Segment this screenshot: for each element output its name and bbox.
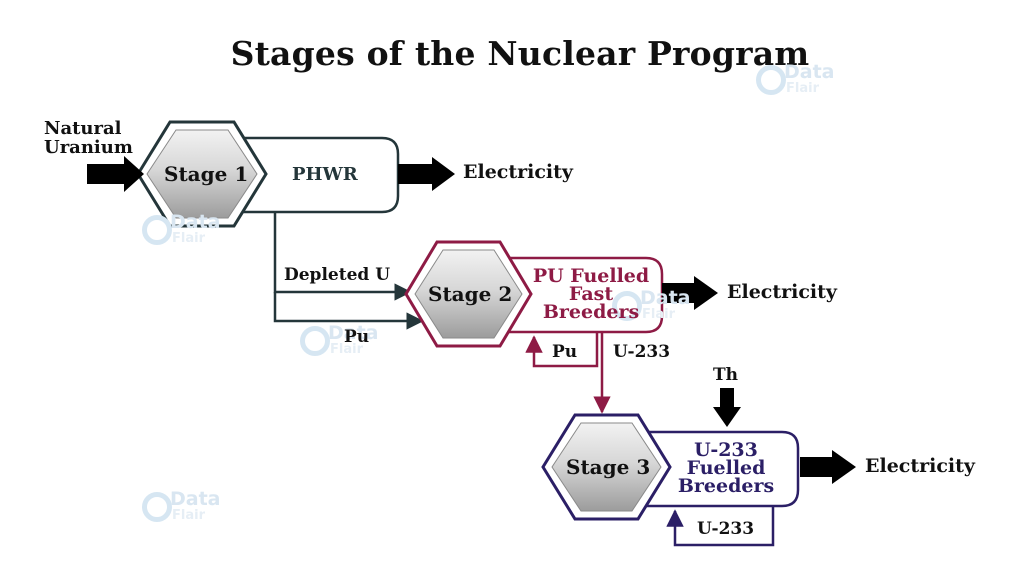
dataflair-watermark: Data Flair (142, 488, 222, 532)
natural-label-line: Natural (44, 118, 122, 139)
stage2-electricity-arrow (662, 276, 718, 310)
stage3-u233-feedback-line (666, 506, 775, 547)
stage3-u233-feedback-label: U-233 (697, 519, 755, 539)
stage2-pu-feedback-line (525, 332, 599, 368)
stage1-electricity-arrow (398, 157, 455, 191)
thorium-input-arrow (713, 388, 741, 427)
stage2-electricity-label: Electricity (727, 281, 837, 303)
watermark-text: Data (170, 488, 221, 510)
page-title: Stages of the Nuclear Program (230, 34, 810, 73)
dataflair-logo-icon (142, 492, 172, 522)
stage3-label: Stage 3 (566, 455, 651, 479)
stage1-reactor-box (210, 136, 400, 214)
thorium-input-label: Th (713, 365, 739, 385)
stage1-reactor-name: PHWR (292, 164, 358, 185)
stage3-reactor-name: U-233 Fuelled Breeders (665, 439, 787, 497)
dataflair-logo-icon (300, 326, 330, 356)
pu-branch-label: Pu (344, 327, 370, 347)
stage2-reactor-name: PU Fuelled Fast Breeders (526, 265, 656, 323)
watermark-text: Data (640, 287, 691, 309)
dataflair-watermark: Data Flair (142, 211, 222, 255)
watermark-subtext: Flair (172, 231, 205, 246)
u233-transfer-label: U-233 (613, 342, 671, 362)
stage2-reactor-line: Breeders (542, 301, 640, 323)
dataflair-watermark: Data Flair (300, 322, 380, 366)
natural-uranium-arrow (87, 156, 144, 192)
stage3-reactor-box (628, 430, 800, 508)
stage2-reactor-line: Fast (568, 283, 614, 305)
watermark-text: Data (328, 322, 379, 344)
stage2-pu-feedback-label: Pu (552, 342, 578, 362)
stage1-electricity-label: Electricity (463, 161, 573, 183)
dataflair-logo-icon (612, 291, 642, 321)
dataflair-logo-icon (142, 215, 172, 245)
stage3-reactor-line: Breeders (677, 475, 775, 497)
stage2-reactor-line: PU Fuelled (532, 265, 650, 287)
stage3-reactor-line: Fuelled (686, 457, 766, 479)
depleted-u-label: Depleted U (284, 265, 391, 285)
uranium-label-line: Uranium (44, 137, 133, 158)
natural-uranium-label: Natural Uranium (44, 119, 133, 157)
watermark-text: Data (784, 61, 835, 83)
watermark-subtext: Flair (642, 307, 675, 322)
dataflair-watermark: Data Flair (756, 61, 836, 105)
stage1-label: Stage 1 (164, 162, 249, 186)
stage3-electricity-arrow (800, 450, 856, 484)
pu-line (273, 292, 424, 330)
dataflair-watermark: Data Flair (612, 287, 692, 331)
stage3-hexagon-inner (551, 422, 662, 512)
stage3-reactor-line: U-233 (694, 439, 758, 461)
watermark-subtext: Flair (172, 508, 205, 523)
stage2-hexagon-inner (414, 249, 523, 339)
stage1-hexagon-inner (146, 129, 258, 219)
dataflair-logo-icon (756, 65, 786, 95)
watermark-text: Data (170, 211, 221, 233)
stage2-label: Stage 2 (428, 282, 513, 306)
watermark-subtext: Flair (786, 81, 819, 96)
watermark-subtext: Flair (330, 342, 363, 357)
stage3-electricity-label: Electricity (865, 455, 975, 477)
